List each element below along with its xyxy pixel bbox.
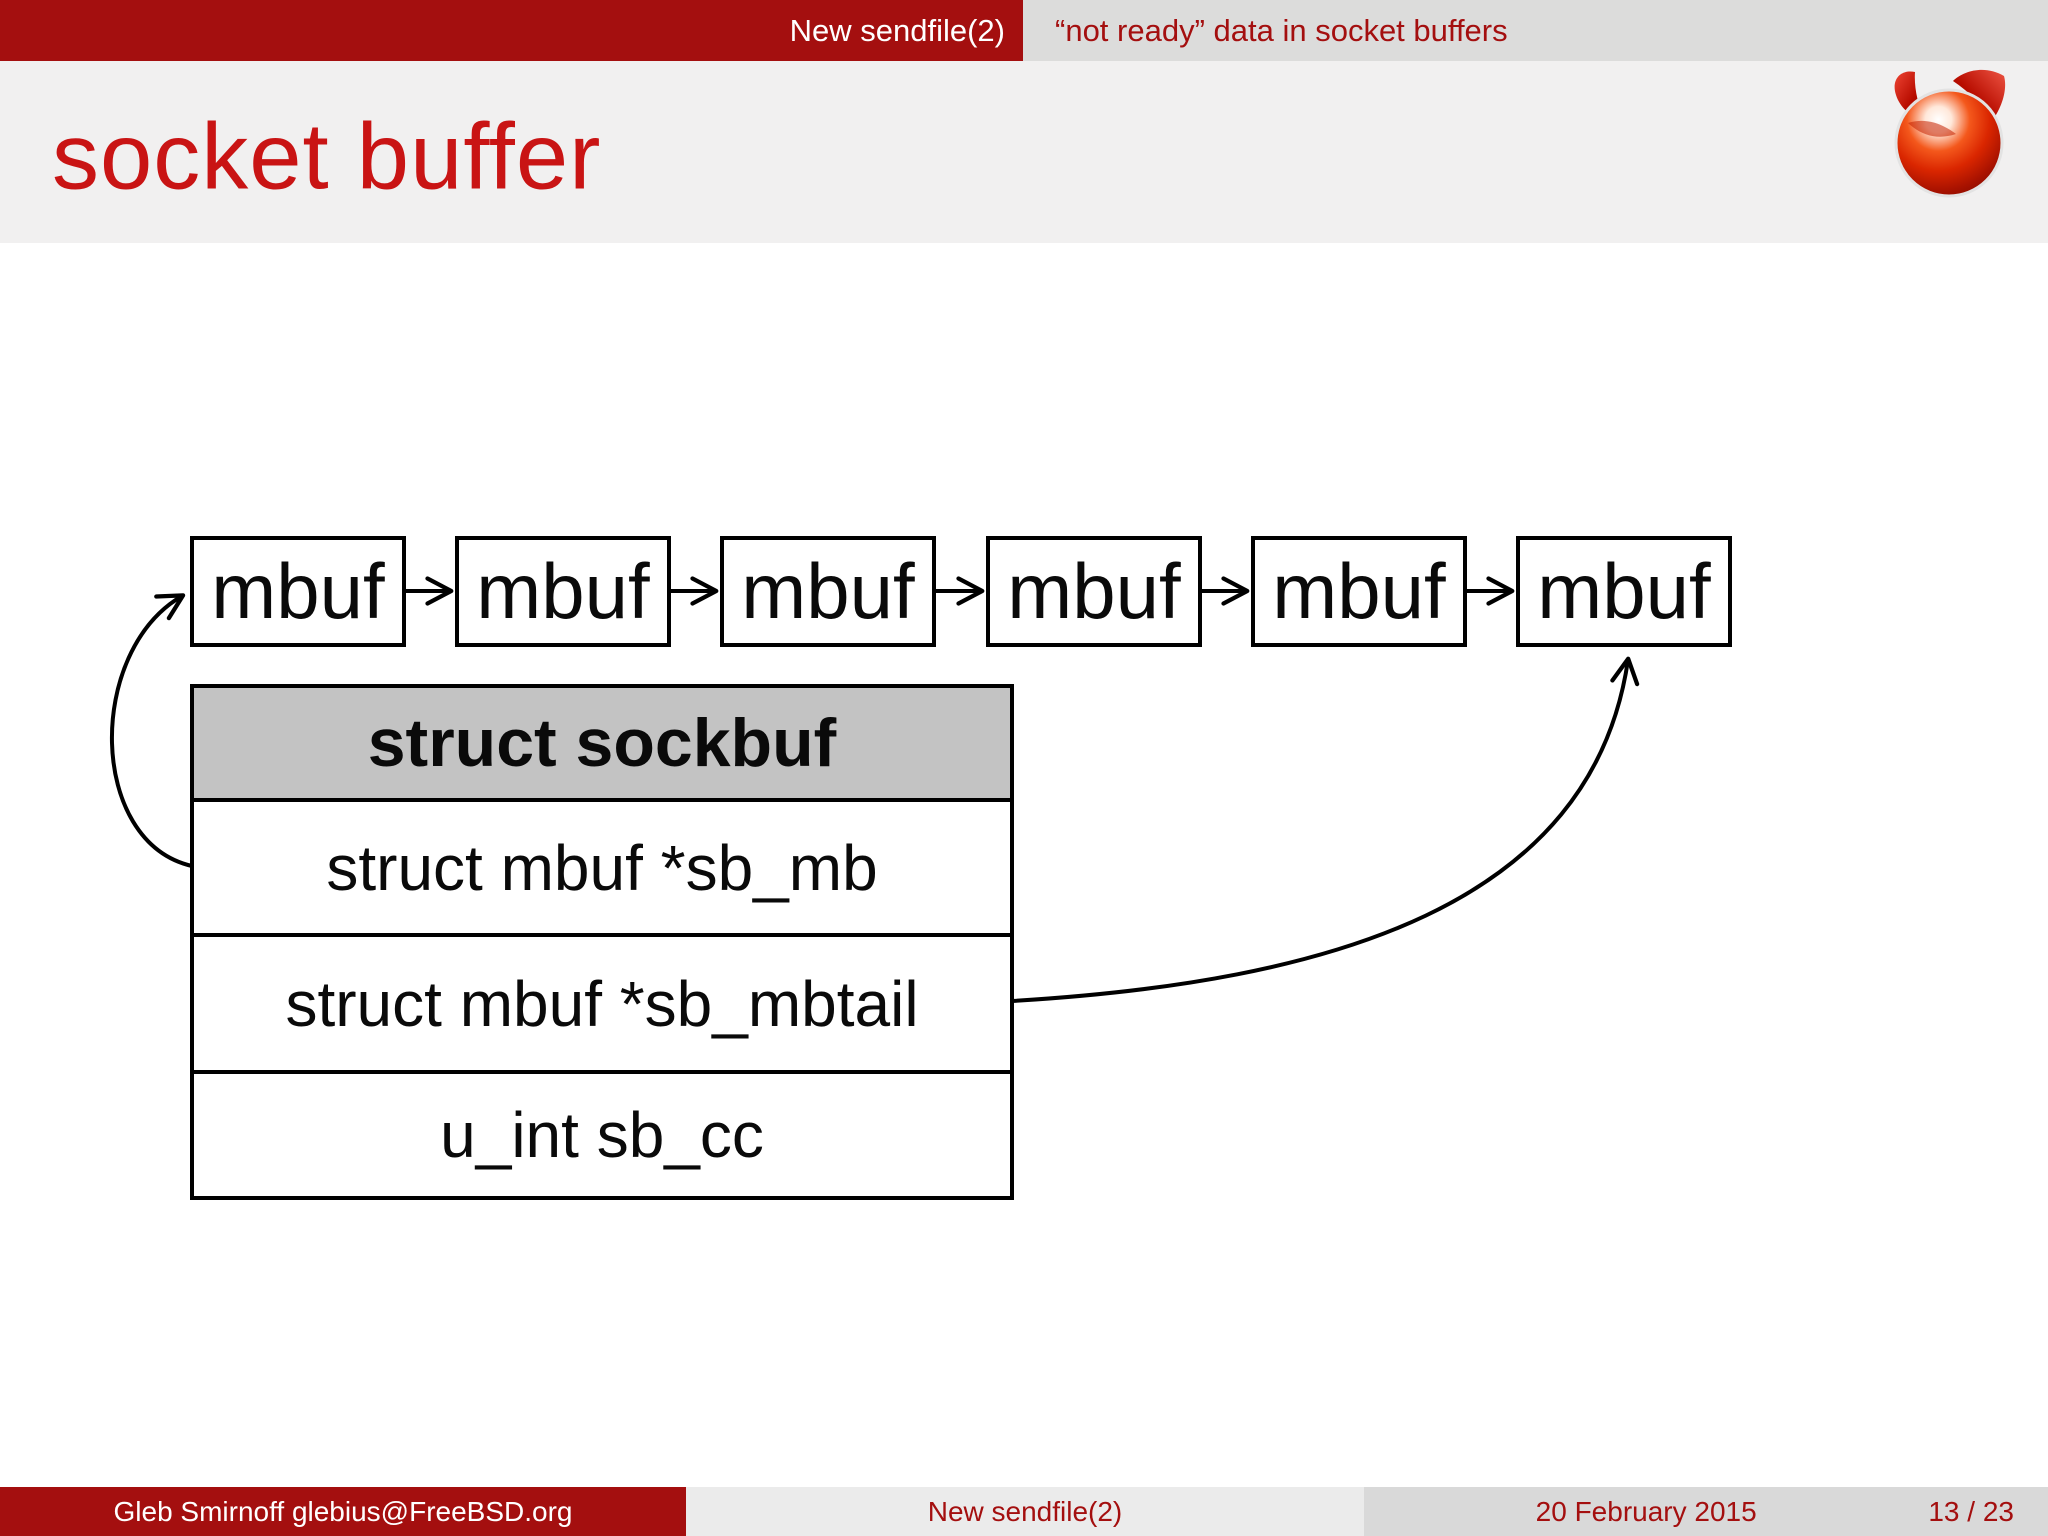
mbuf-label: mbuf (741, 547, 915, 635)
sockbuf-table-header: struct sockbuf (194, 688, 1010, 798)
footer-talk-title: New sendfile(2) (927, 1495, 1123, 1527)
sockbuf-field-sb-mbtail: struct mbuf *sb_mbtail (194, 933, 1010, 1070)
footer-date-cell: 20 February 2015 13 / 23 (1364, 1487, 2048, 1536)
footer-author-cell: Gleb Smirnoff glebius@FreeBSD.org (0, 1487, 686, 1536)
header-section-cell: New sendfile(2) (0, 0, 1023, 61)
footer-page-number: 13 / 23 (1928, 1495, 2014, 1527)
mbuf-box: mbuf (1251, 536, 1467, 647)
mbuf-box: mbuf (720, 536, 936, 647)
page-title: socket buffer (52, 103, 602, 209)
sockbuf-field-sb-mb: struct mbuf *sb_mb (194, 798, 1010, 933)
mbuf-label: mbuf (1537, 547, 1711, 635)
freebsd-logo-icon (1888, 68, 2010, 198)
mbuf-box: mbuf (1516, 536, 1732, 647)
footer-bar: Gleb Smirnoff glebius@FreeBSD.org New se… (0, 1487, 2048, 1536)
sockbuf-table: struct sockbuf struct mbuf *sb_mb struct… (190, 684, 1014, 1200)
footer-date: 20 February 2015 (1535, 1495, 1757, 1527)
mbuf-box: mbuf (455, 536, 671, 647)
footer-title-cell: New sendfile(2) (686, 1487, 1364, 1536)
footer-author: Gleb Smirnoff glebius@FreeBSD.org (113, 1495, 573, 1527)
sockbuf-field-sb-cc: u_int sb_cc (194, 1070, 1010, 1196)
mbuf-label: mbuf (1272, 547, 1446, 635)
mbuf-label: mbuf (211, 547, 385, 635)
title-band: socket buffer (0, 61, 2048, 243)
header-subsection-label: “not ready” data in socket buffers (1055, 12, 1508, 48)
mbuf-label: mbuf (476, 547, 650, 635)
mbuf-box: mbuf (190, 536, 406, 647)
header-subsection-cell: “not ready” data in socket buffers (1023, 0, 2048, 61)
mbuf-box: mbuf (986, 536, 1202, 647)
header-section-label: New sendfile(2) (789, 12, 1005, 48)
header-bar: New sendfile(2) “not ready” data in sock… (0, 0, 2048, 61)
mbuf-label: mbuf (1007, 547, 1181, 635)
